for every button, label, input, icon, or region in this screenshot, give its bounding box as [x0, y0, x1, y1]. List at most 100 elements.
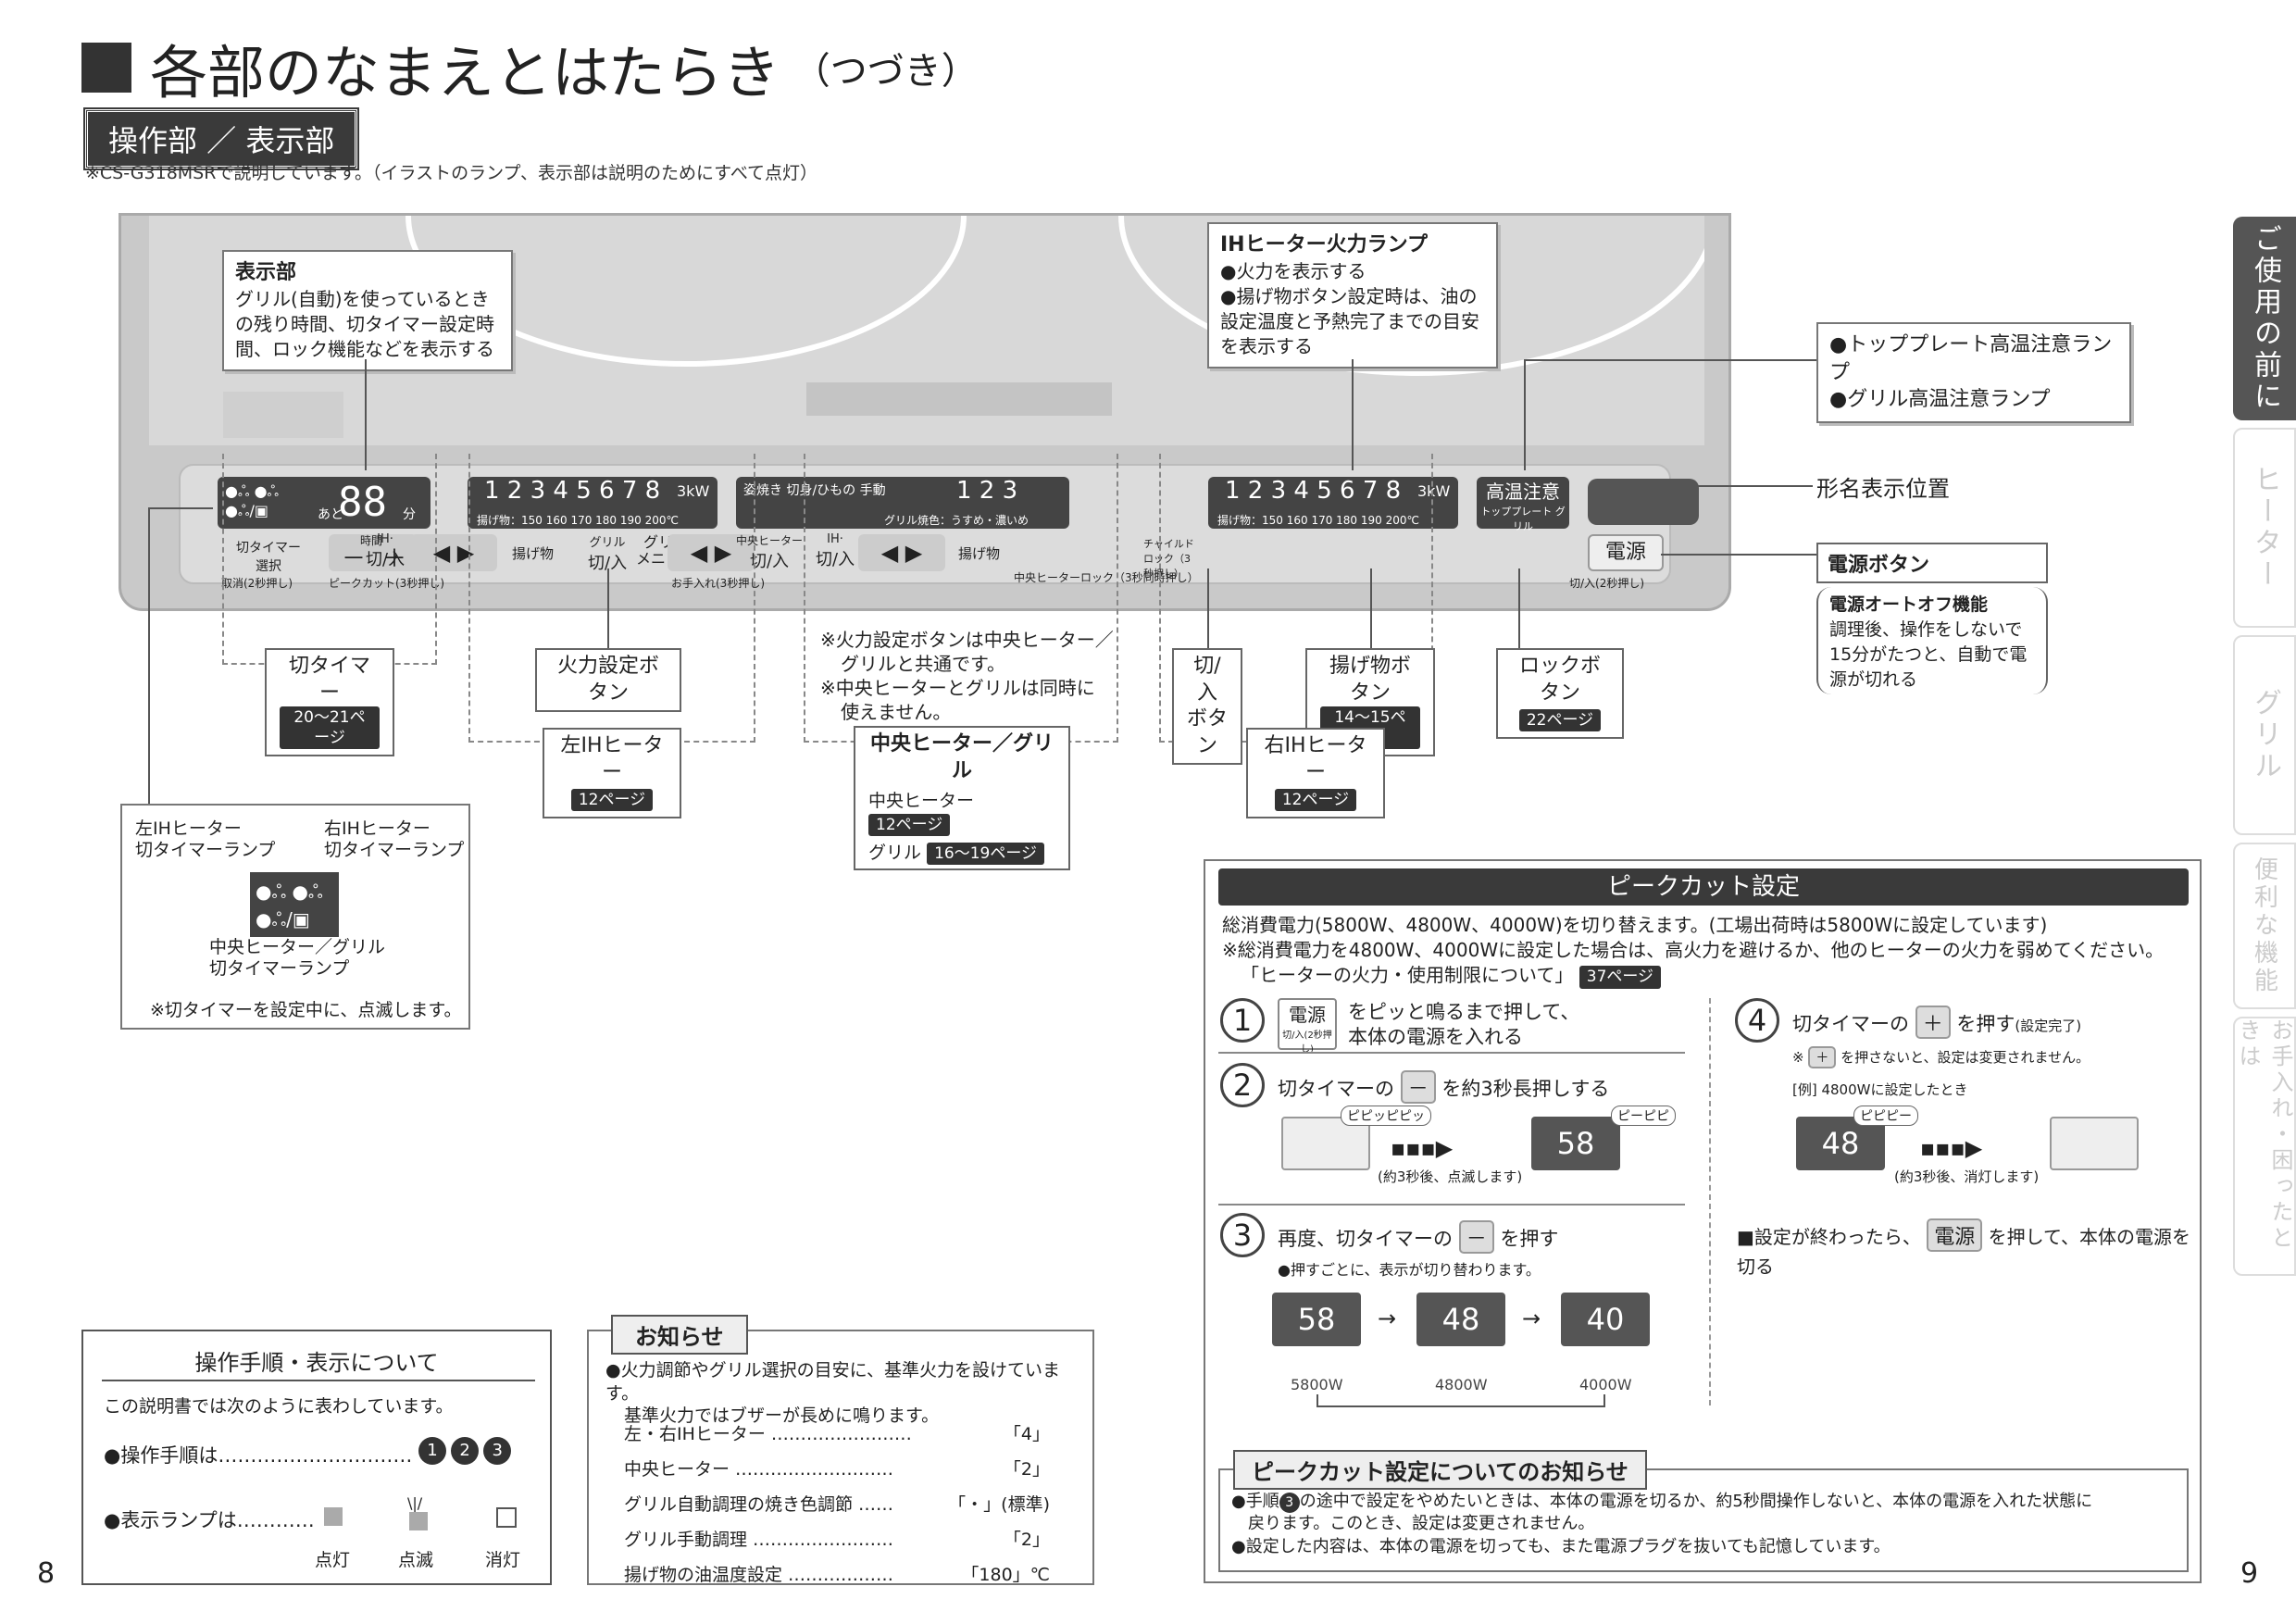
- right-ih-fire-display: 1 2 3 4 5 6 7 8 3kW 揚げ物：150 160 170 180 …: [1208, 477, 1458, 529]
- fire-leader: [607, 568, 609, 648]
- w-5800: 5800W: [1291, 1376, 1343, 1393]
- high-temp-lamp: 高温注意 トッププレート グリル: [1477, 477, 1569, 532]
- tab-care[interactable]: お手入れ・困ったときは: [2233, 1017, 2296, 1276]
- timer-digits: 88: [338, 479, 387, 526]
- grill-power-button[interactable]: グリル切/入: [588, 536, 628, 573]
- w-4800: 4800W: [1435, 1376, 1488, 1393]
- left-fire-arrows-button[interactable]: ◀ ▶: [410, 534, 497, 571]
- right-fire-arrows-button[interactable]: ◀ ▶: [858, 534, 945, 571]
- lamp-off-icon: [496, 1507, 517, 1528]
- step1-divider: [1218, 1052, 1685, 1054]
- left-agemono-button[interactable]: 揚げ物: [512, 545, 555, 562]
- agemono-leader: [1370, 568, 1372, 648]
- peak-notice-title: ピークカット設定についてのお知らせ: [1233, 1450, 1647, 1490]
- off-label: 消灯: [485, 1550, 521, 1570]
- step4-disp-after: [2050, 1117, 2139, 1170]
- step-circles: 1 2 3: [418, 1437, 512, 1465]
- step3-text: 再度、切タイマーの － を押す: [1278, 1220, 1558, 1254]
- step2-text: 切タイマーの － を約3秒長押しする: [1278, 1070, 1609, 1104]
- notice-rows: 左・右IHヒーター ……………………「4」 中央ヒーター ………………………「2…: [624, 1424, 1050, 1585]
- right-temps: 揚げ物：150 160 170 180 190 200℃: [1217, 514, 1419, 527]
- otete-hint: お手入れ(3秒押し): [671, 577, 765, 590]
- power-sub: 切/入(2秒押し): [1569, 577, 1645, 590]
- blink-label: 点滅: [398, 1550, 434, 1570]
- page-number-right: 9: [2240, 1557, 2259, 1590]
- step-column-divider: [1709, 998, 1711, 1405]
- tab-before-use[interactable]: ご使用の前に: [2233, 217, 2296, 420]
- center-modes: 姿焼き 切身/ひもの 手動: [743, 483, 886, 498]
- procedure-divider: [102, 1380, 535, 1381]
- ato-label: あと: [318, 507, 343, 522]
- fire-button-label: 火力設定ボタン: [535, 648, 681, 713]
- on-label: 点灯: [315, 1550, 351, 1570]
- step3-disp-4800: 48: [1416, 1293, 1505, 1346]
- peak-cut-panel: ピークカット設定 総消費電力(5800W、4800W、4000W)を切り替えます…: [1204, 859, 2202, 1583]
- header-note: ※CS-G318MSRで説明しています。（イラストのランプ、表示部は説明のために…: [85, 163, 818, 183]
- step3-arrow1: →: [1378, 1305, 1397, 1331]
- ih-lamp-leader: [1352, 359, 1354, 470]
- power-callout: 電源ボタン 電源オートオフ機能調理後、操作をしないで15分がたつと、自動で電源が…: [1816, 543, 2048, 694]
- procedure-box: 操作手順・表示について この説明書では次のように表わしています。 ●操作手順は……: [81, 1330, 552, 1585]
- tab-features[interactable]: 便利な機能: [2233, 843, 2296, 1009]
- power-button[interactable]: 電源: [1588, 534, 1664, 571]
- power-leader: [1661, 554, 1816, 556]
- left-temps: 揚げ物：150 160 170 180 190 200℃: [477, 514, 679, 527]
- left-ih-power-button[interactable]: IH·切/入: [366, 532, 406, 569]
- w-4000: 4000W: [1579, 1376, 1632, 1393]
- right-ih-power-button[interactable]: IH·切/入: [816, 532, 855, 569]
- peak-end: ■設定が終わったら、 電源 を押して、本体の電源を切る: [1737, 1218, 2200, 1279]
- lamp-leader: [148, 507, 150, 806]
- fun-label: 分: [403, 507, 416, 522]
- center-grill-label: 中央ヒーター／グリル 中央ヒーター 12ページ グリル 16～19ページ: [854, 726, 1070, 871]
- control-panel: ●ஃ ●ஃ●ஃ/▣ あと 88 分 切タイマー選択 取消(2秒押し) 時間 － …: [179, 464, 1699, 590]
- center-heater-power-button[interactable]: 中央ヒーター切/入: [736, 534, 804, 571]
- lamp-blink-icon: \|/: [407, 1494, 428, 1530]
- peak-title: ピークカット設定: [1218, 868, 2189, 906]
- right-kw: 3kW: [1417, 482, 1451, 500]
- step2-arrow: ▪▪▪▶: [1391, 1135, 1454, 1161]
- high-temp-leader-v: [1524, 359, 1526, 470]
- cycle-arrow: [1316, 1394, 1605, 1407]
- step3-disp-5800: 58: [1272, 1293, 1361, 1346]
- ih-lamp-callout: IHヒーター火力ランプ●火力を表示する●揚げ物ボタン設定時は、油の設定温度と予熱…: [1207, 222, 1498, 369]
- step3-disp-4000: 40: [1561, 1293, 1650, 1346]
- peak-intro: 総消費電力(5800W、4800W、4000W)を切り替えます。(工場出荷時は5…: [1222, 913, 2164, 989]
- time-minus-plus-button[interactable]: 時間 － ＋: [329, 534, 418, 573]
- fire-note: ※火力設定ボタンは中央ヒーター／グリルと共通です。 ※中央ヒーターとグリルは同時…: [820, 629, 1114, 723]
- procedure-intro: この説明書では次のように表わしています。: [104, 1396, 454, 1417]
- step1-text: をピッと鳴るまで押して、本体の電源を入れる: [1348, 1001, 1580, 1049]
- tab-grill[interactable]: グリル: [2233, 635, 2296, 835]
- step4-example: [例] 4800Wに設定したとき: [1792, 1081, 1968, 1098]
- title-sub: （つづき）: [792, 50, 979, 93]
- title-square-icon: [81, 43, 131, 93]
- center-display: 姿焼き 切身/ひもの 手動 1 2 3 グリル焼色：うすめ・濃いめ: [736, 477, 1069, 529]
- timer-lamp-box: 左IHヒーター切タイマーランプ 右IHヒーター切タイマーランプ ●ஃ ●ஃ●ஃ/…: [120, 804, 470, 1030]
- section-badge: 操作部 ／ 表示部: [82, 107, 360, 170]
- tab-heater[interactable]: ヒーター: [2233, 428, 2296, 628]
- step1-power-icon: 電源切/入(2秒押し): [1278, 998, 1337, 1055]
- center-fire-arrows-button[interactable]: ◀ ▶: [668, 534, 755, 571]
- page-number-left: 8: [37, 1557, 56, 1590]
- peakcut-hint: ピークカット(3秒押し): [329, 577, 444, 590]
- step2-divider: [1218, 1204, 1685, 1206]
- right-levels: 1 2 3 4 5 6 7 8: [1225, 477, 1402, 505]
- step1-circle: 1: [1220, 998, 1265, 1043]
- step4-sound: ピピピー: [1853, 1106, 1918, 1126]
- model-pos-label: 形名表示位置: [1816, 476, 1950, 502]
- timer-display-area: ●ஃ ●ஃ●ஃ/▣ あと 88 分: [218, 477, 430, 529]
- center-lock-hint: 中央ヒーターロック（3秒同時押し）: [1014, 571, 1199, 584]
- child-lock-button[interactable]: チャイルドロック（3秒押し）: [1143, 538, 1194, 580]
- step3-circle: 3: [1220, 1213, 1265, 1257]
- step2-wait: (約3秒後、点滅します): [1378, 1168, 1523, 1185]
- lamp-icons: ●ஃ ●ஃ●ஃ/▣: [250, 872, 339, 937]
- timer-select-button[interactable]: 切タイマー選択: [236, 541, 301, 574]
- step3-arrow2: →: [1522, 1305, 1541, 1331]
- high-temp-callout: ●トッププレート高温注意ランプ●グリル高温注意ランプ: [1816, 322, 2131, 424]
- right-agemono-button[interactable]: 揚げ物: [958, 545, 1001, 562]
- notice-title: お知らせ: [611, 1315, 748, 1355]
- step4-arrow: ▪▪▪▶: [1920, 1135, 1983, 1161]
